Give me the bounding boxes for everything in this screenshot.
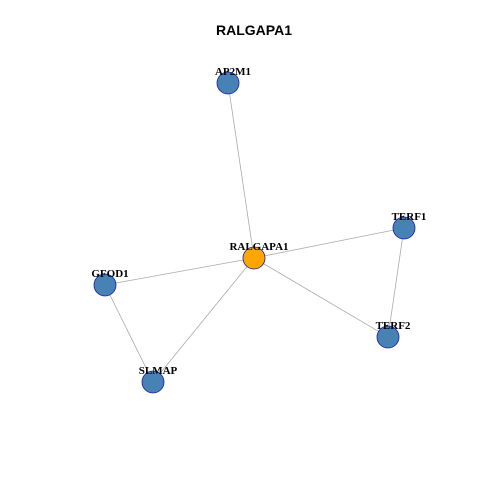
edge-ralgapa1-terf2 [253,257,389,338]
node-ralgapa1 [242,246,266,270]
edge-layer [104,82,405,383]
node-label-terf2: TERF2 [376,320,411,332]
node-label-gfod1: GFOD1 [91,268,128,280]
edge-gfod1-slmap [104,284,154,383]
node-label-ralgapa1: RALGAPA1 [229,241,288,253]
node-slmap [141,370,165,394]
node-label-slmap: SLMAP [139,365,178,377]
edge-ralgapa1-terf1 [253,227,405,259]
node-terf1 [392,216,416,240]
node-label-terf1: TERF1 [392,211,427,223]
node-label-ap2m1: AP2M1 [215,66,251,78]
node-terf2 [376,325,400,349]
edge-ralgapa1-slmap [152,257,255,383]
node-gfod1 [93,273,117,297]
edge-ralgapa1-ap2m1 [227,82,255,259]
node-ap2m1 [216,71,240,95]
diagram-title: RALGAPA1 [216,22,292,38]
edge-terf1-terf2 [387,227,405,338]
edge-ralgapa1-gfod1 [104,257,255,286]
